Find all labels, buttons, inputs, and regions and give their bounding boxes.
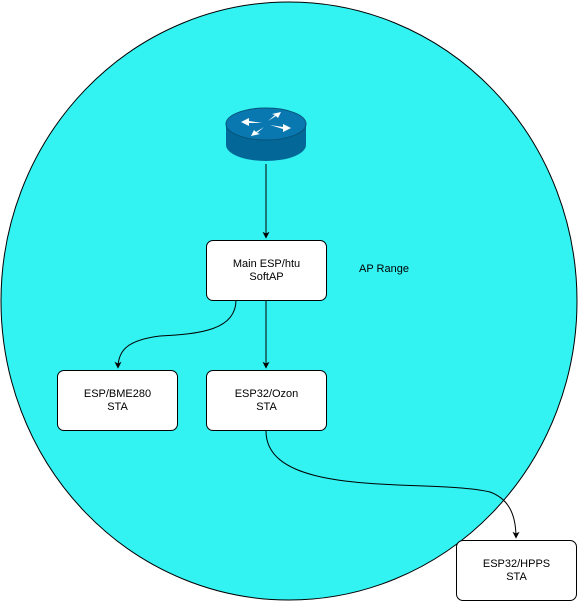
ap-range-label: AP Range (359, 263, 409, 275)
node-esp32-hpps-line1: ESP32/HPPS (482, 557, 551, 570)
node-esp-bme280-line2: STA (107, 400, 128, 413)
node-esp32-ozon-line2: STA (256, 400, 277, 413)
edge-ozon-to-hpps (265, 430, 520, 539)
node-esp-bme280-line1: ESP/BME280 (83, 387, 152, 400)
node-main-esp-line1: Main ESP/htu (232, 257, 301, 270)
edge-main-to-bme280 (114, 299, 237, 369)
node-main-esp-line2: SoftAP (249, 270, 284, 283)
node-esp-bme280[interactable]: ESP/BME280 STA (57, 370, 178, 431)
router-icon (225, 107, 307, 161)
node-esp32-hpps-line2: STA (506, 570, 527, 583)
node-esp32-ozon-line1: ESP32/Ozon (234, 387, 299, 400)
node-esp32-hpps[interactable]: ESP32/HPPS STA (456, 540, 577, 601)
node-esp32-ozon[interactable]: ESP32/Ozon STA (206, 370, 327, 431)
node-main-esp[interactable]: Main ESP/htu SoftAP (206, 240, 327, 301)
